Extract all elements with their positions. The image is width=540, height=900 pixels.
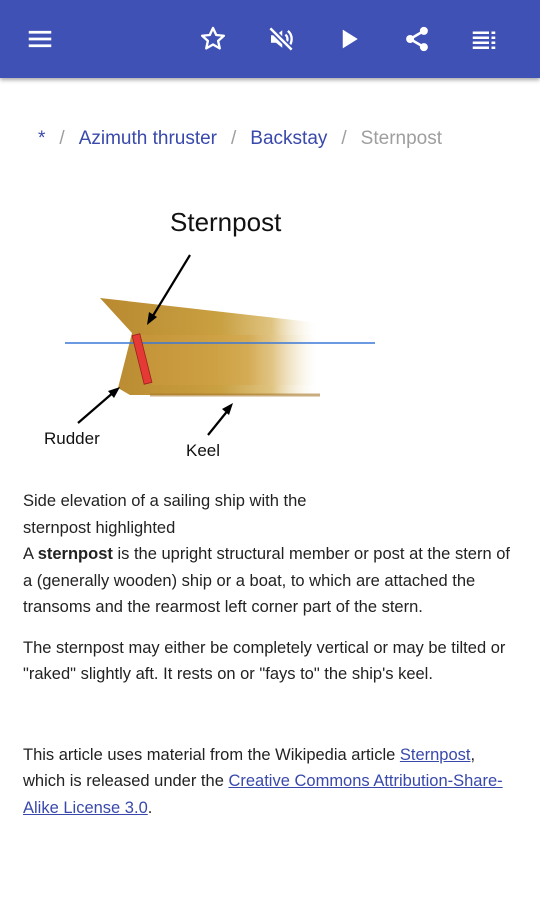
breadcrumb-separator: / — [231, 128, 237, 149]
paragraph-text: is the upright structural member or post… — [23, 545, 510, 616]
breadcrumb-home[interactable]: * — [38, 128, 46, 149]
share-icon — [406, 26, 428, 52]
breadcrumb-separator: / — [341, 128, 347, 149]
playlist-icon — [472, 31, 496, 49]
breadcrumb-item-azimuth-thruster[interactable]: Azimuth thruster — [78, 128, 218, 149]
rudder-arrow — [77, 390, 116, 424]
caption-line-1: Side elevation of a sailing ship with th… — [23, 492, 307, 510]
sternpost-highlight — [131, 333, 153, 385]
article-paragraph-1: A sternpost is the upright structural me… — [23, 541, 513, 621]
paragraph-text: A — [23, 545, 38, 563]
article-paragraph-2: The sternpost may either be completely v… — [23, 638, 506, 684]
keel-arrow — [207, 408, 230, 436]
contents-button[interactable] — [462, 17, 506, 61]
term-sternpost: sternpost — [37, 545, 113, 563]
attribution-text: This article uses material from the Wiki… — [23, 745, 400, 764]
license-link[interactable]: Creative Commons Attribution-Share-Alike… — [23, 772, 503, 817]
menu-icon — [28, 30, 52, 48]
share-button[interactable] — [395, 17, 439, 61]
figure-caption: Side elevation of a sailing ship with th… — [23, 488, 513, 541]
menu-button[interactable] — [18, 17, 62, 61]
breadcrumb: * / Azimuth thruster / Backstay / Sternp… — [38, 128, 442, 150]
caption-line-2: sternpost highlighted — [23, 518, 176, 537]
app-bar — [0, 0, 540, 78]
play-button[interactable] — [327, 17, 371, 61]
ship-hull-inner — [140, 335, 320, 385]
sternpost-arrow — [150, 254, 191, 320]
attribution-text: , which is released under the — [23, 745, 476, 791]
sternpost-figure: Sternpost Rudder Keel — [20, 195, 440, 470]
breadcrumb-current: Sternpost — [360, 128, 442, 149]
mute-button[interactable] — [259, 17, 303, 61]
wikipedia-article-link[interactable]: Sternpost — [399, 745, 471, 764]
volume-off-icon — [268, 26, 294, 52]
breadcrumb-item-backstay[interactable]: Backstay — [250, 128, 328, 149]
favorite-button[interactable] — [191, 17, 235, 61]
attribution-text: . — [147, 798, 153, 817]
attribution: This article uses material from the Wiki… — [23, 742, 513, 822]
play-icon — [342, 29, 358, 49]
rudder-label: Rudder — [44, 429, 100, 448]
figure-title: Sternpost — [170, 207, 282, 237]
keel-label: Keel — [186, 441, 221, 460]
star-icon — [200, 26, 226, 50]
ship-diagram — [65, 254, 375, 436]
breadcrumb-separator: / — [59, 128, 65, 149]
article-body: Side elevation of a sailing ship with th… — [23, 488, 513, 821]
